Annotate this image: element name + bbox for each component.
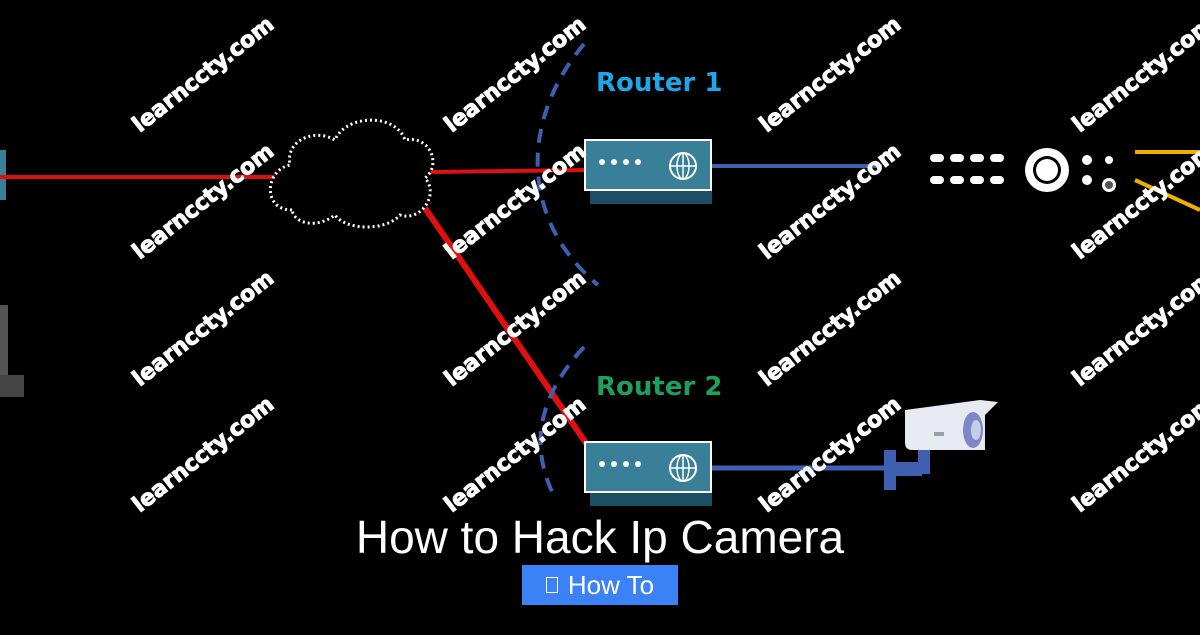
category-label: How To: [567, 569, 655, 600]
internet-link-router1: [427, 168, 589, 174]
dvr-icon: [930, 148, 1116, 192]
internet-link-router2: [422, 206, 591, 448]
router1-label: Router 1: [596, 68, 723, 98]
wireless-arc-router2: [538, 345, 586, 501]
page-title: How to Hack Ip Camera: [355, 511, 845, 563]
category-button[interactable]: How To: [522, 565, 678, 605]
router2-icon: [584, 441, 712, 506]
camera-link-2: [1134, 178, 1200, 212]
laptop-icon: [0, 305, 24, 397]
cloud-icon: [268, 118, 435, 229]
wireless-arc-router1: [535, 42, 600, 287]
folder-icon: [545, 577, 558, 593]
router1-icon: [584, 139, 712, 204]
security-camera-icon: [884, 400, 998, 490]
router2-label: Router 2: [596, 372, 723, 402]
